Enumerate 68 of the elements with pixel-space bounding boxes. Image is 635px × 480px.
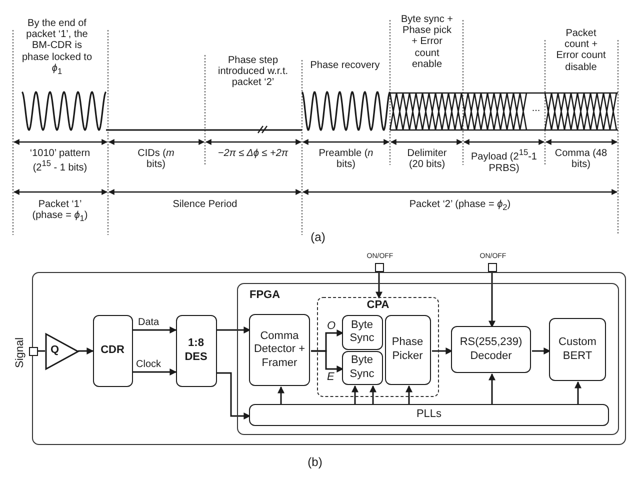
dimension-label: ‘1010’ pattern (2$^{15}$ - 1 bits) xyxy=(28,148,92,174)
cpa-group xyxy=(317,297,439,397)
dimension-label: Packet ‘1’ (phase = ϕ$_{1}$) xyxy=(31,199,89,224)
box-label: RS(255,239) Decoder xyxy=(458,336,524,363)
box-label: Custom BERT xyxy=(558,336,598,363)
arrow xyxy=(532,348,551,354)
box-label: FPGA xyxy=(250,288,280,302)
annotation-text: Phase step introduced w.r.t. packet ‘2’ xyxy=(216,55,290,89)
arrow xyxy=(78,348,94,354)
box-label: Comma Detector + Framer xyxy=(252,330,306,370)
port-label: Signal xyxy=(14,336,26,369)
panel-label: (b) xyxy=(306,456,324,470)
box-label: Byte Sync xyxy=(348,318,376,346)
box-label: Byte Sync xyxy=(348,354,376,381)
board-outline xyxy=(32,272,626,445)
annotation-text: Phase recovery xyxy=(309,60,381,72)
edge-label: E xyxy=(327,371,334,383)
cdr-box xyxy=(92,314,132,386)
arrow xyxy=(133,326,177,334)
arrow xyxy=(370,385,376,405)
dimension-label: Preamble (n bits) xyxy=(318,148,374,170)
edge-label: Data xyxy=(137,317,160,328)
annotation-text: By the end of packet ‘1’, the BM-CDR is phase locked to ϕ$_{1}$ xyxy=(21,18,93,76)
process-box xyxy=(342,350,382,384)
box-label: CDR xyxy=(100,344,124,358)
pll-bar xyxy=(249,404,609,426)
process-box xyxy=(249,314,310,386)
control-port xyxy=(375,263,384,272)
dimension-label: CIDs (m bits) xyxy=(136,148,176,170)
arrow xyxy=(278,386,284,405)
panel-label: (a) xyxy=(310,231,326,244)
connector-line xyxy=(38,350,45,352)
dimension-label: Comma (48 bits) xyxy=(554,148,608,170)
arrow xyxy=(406,385,412,405)
ellipsis-text: ... xyxy=(530,103,542,114)
process-box xyxy=(342,314,382,350)
amplifier-triangle xyxy=(44,332,78,370)
annotation-text: Packet count + Error count disable xyxy=(555,28,607,73)
arrow xyxy=(432,348,453,354)
arrow xyxy=(311,350,344,372)
arrow xyxy=(376,272,382,299)
dimension-label: −2π ≤ Δϕ ≤ +2π xyxy=(216,148,290,160)
box-label: 1:8 DES xyxy=(184,337,208,364)
fpga-block xyxy=(236,282,618,434)
process-box xyxy=(384,314,430,384)
arrow xyxy=(217,326,251,334)
arrow xyxy=(217,372,251,420)
input-port xyxy=(29,347,38,356)
edge-label: Clock xyxy=(135,359,162,370)
process-box xyxy=(549,318,606,381)
dimension-label: Payload (2$^{15}$-1 PRBS) xyxy=(470,148,538,174)
arrow xyxy=(488,272,496,328)
arrow xyxy=(352,385,358,405)
dimension-label: Delimiter (20 bits) xyxy=(406,148,448,170)
dimension-label: Packet ‘2’ (phase = ϕ$_{2}$) xyxy=(408,199,512,212)
arrow xyxy=(574,381,582,405)
control-port xyxy=(488,263,497,272)
box-label: CPA xyxy=(366,299,390,312)
arrow xyxy=(488,373,496,405)
box-label: Phase Picker xyxy=(390,336,424,363)
process-box xyxy=(451,326,531,373)
arrow xyxy=(133,368,177,376)
annotation-text: Byte sync + Phase pick + Error count enable xyxy=(400,14,454,70)
dimension-label: Silence Period xyxy=(172,199,238,210)
edge-label: O xyxy=(327,320,336,332)
box-label: PLLs xyxy=(416,408,442,422)
deserializer-box xyxy=(176,314,216,386)
box-label: Q xyxy=(50,344,60,358)
